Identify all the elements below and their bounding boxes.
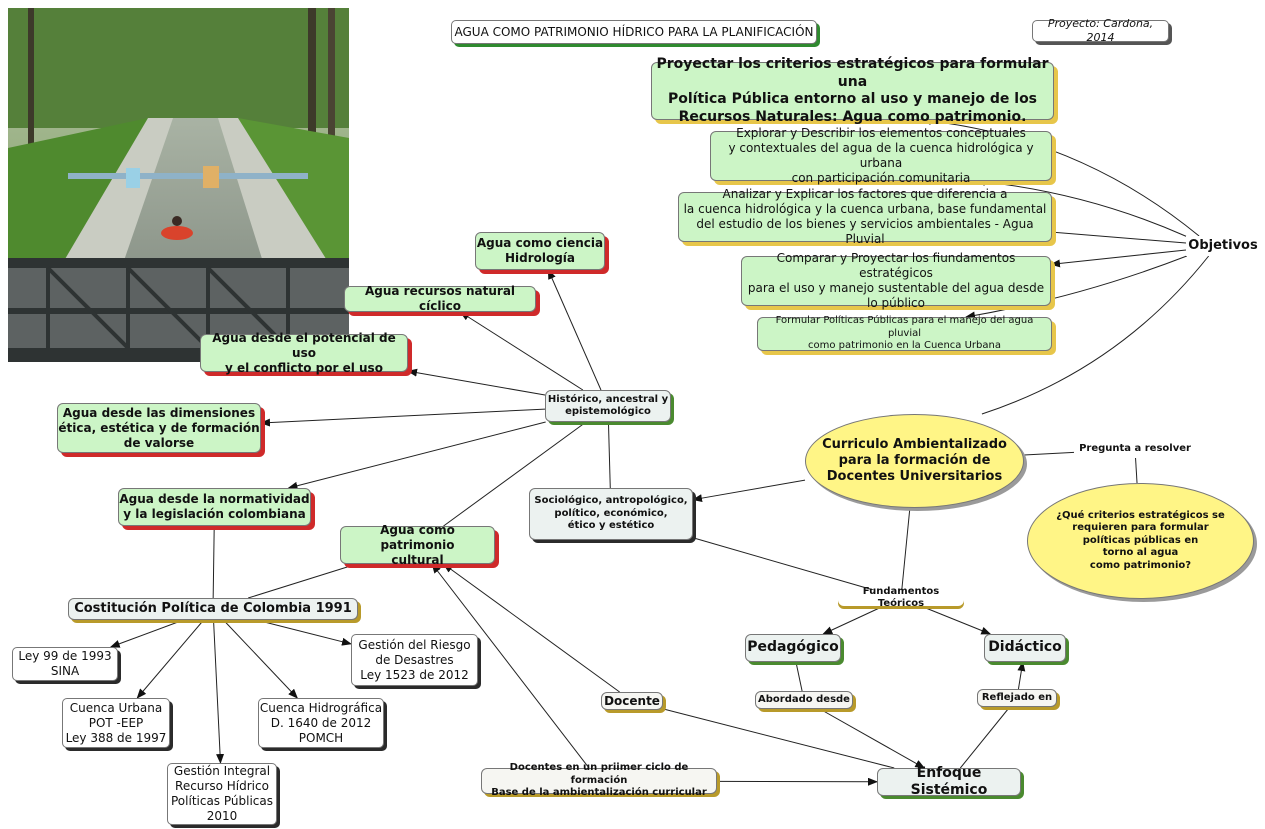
connector-line (920, 116, 1200, 237)
connector-line (287, 421, 546, 490)
objectives-label: Objetivos (1186, 236, 1260, 256)
connector-line (407, 368, 546, 396)
connector-line (1135, 457, 1138, 484)
guiding-question[interactable]: ¿Qué criterios estratégicos se requieren… (1027, 483, 1254, 599)
reflejado-label: Reflejado en (977, 689, 1057, 707)
connector-line (109, 619, 184, 648)
connector-line (256, 619, 352, 646)
connector-line (819, 708, 926, 769)
agua-potencial-node[interactable]: Agua desde el potencial de uso y el conf… (200, 331, 408, 375)
connector-line (692, 537, 874, 591)
connector-line (213, 619, 225, 764)
connector-line (692, 479, 806, 503)
historical-node[interactable]: Histórico, ancestral y epistemológico (545, 390, 671, 422)
abordado-label: Abordado desde (755, 691, 853, 709)
connector-line (431, 563, 590, 769)
question-label: Pregunta a resolver (1074, 440, 1196, 458)
connector-line (607, 421, 611, 489)
project-credit: Proyecto: Cardona, 2014 (1032, 17, 1169, 44)
law-node[interactable]: Gestión Integral Recurso Hídrico Polític… (167, 763, 277, 825)
docentes-ciclo-node[interactable]: Docentes en un priimer ciclo de formació… (481, 762, 717, 798)
law-node[interactable]: Cuenca Urbana POT -EEP Ley 388 de 1997 (62, 698, 170, 748)
connector-line (136, 619, 205, 699)
docente-node[interactable]: Docente (601, 692, 663, 710)
connector-line (547, 269, 602, 391)
connector-line (1050, 249, 1187, 268)
connector-line (959, 706, 1011, 769)
connector-line (247, 563, 357, 599)
objective-node[interactable]: Comparar y Proyectar los fiundamentos es… (741, 251, 1051, 310)
connector-line (920, 605, 992, 635)
connector-line (822, 605, 884, 635)
fundamentos-node[interactable]: Fundamentos Teóricos (838, 586, 964, 609)
law-node[interactable]: Ley 99 de 1993 SINA (12, 647, 118, 681)
agua-ciclico-node[interactable]: Agua recursos natural cíclico (344, 284, 536, 313)
connector-line (459, 311, 584, 391)
didactico-node[interactable]: Didáctico (984, 634, 1066, 662)
connector-line (795, 661, 803, 692)
connector-line (901, 507, 911, 591)
sociological-node[interactable]: Sociológico, antropológico, político, ec… (529, 488, 693, 540)
connector-line (442, 563, 620, 693)
connector-line (212, 525, 215, 599)
connector-line (965, 255, 1187, 320)
law-node[interactable]: Gestión del Riesgo de Desastres Ley 1523… (351, 634, 478, 686)
connector-line (1051, 231, 1187, 244)
pedagogico-node[interactable]: Pedagógico (745, 634, 841, 662)
connector-line (975, 177, 1187, 237)
objective-node[interactable]: Formular Políticas Públicas para el mane… (757, 315, 1052, 351)
connector-line (260, 408, 546, 427)
law-node[interactable]: Cuenca Hidrográfica D. 1640 de 2012 POMC… (258, 698, 384, 748)
objective-node[interactable]: Explorar y Describir los elementos conce… (710, 126, 1052, 185)
agua-dimensiones-node[interactable]: Agua desde las dimensiones ética, estéti… (57, 403, 261, 453)
enfoque-sistemico-node[interactable]: Enfoque Sistémico (877, 765, 1021, 798)
agua-normatividad-node[interactable]: Agua desde la normatividad y la legislac… (118, 488, 311, 526)
connector-line (662, 708, 895, 769)
objective-node[interactable]: Proyectar los criterios estratégicos par… (651, 56, 1054, 125)
connector-line (1023, 451, 1075, 456)
agua-ciencia-node[interactable]: Agua como ciencia Hidrología (475, 232, 605, 270)
connector-line (443, 421, 587, 527)
connector-line (981, 255, 1210, 415)
central-concept[interactable]: Curriculo Ambientalizado para la formaci… (805, 414, 1024, 508)
connector-line (223, 619, 299, 699)
objective-node[interactable]: Analizar y Explicar los factores que dif… (678, 187, 1052, 246)
connector-line (1017, 661, 1026, 690)
agua-patrimonio-node[interactable]: Agua como patrimonio cultural (340, 523, 495, 567)
map-title: AGUA COMO PATRIMONIO HÍDRICO PARA LA PLA… (451, 20, 817, 44)
constitution-node[interactable]: Costitución Política de Colombia 1991 (68, 598, 358, 620)
